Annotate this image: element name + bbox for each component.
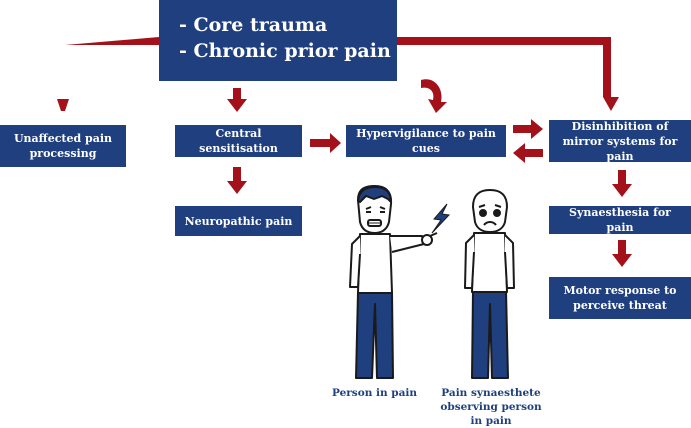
person-in-pain-icon [349, 185, 438, 379]
arrow-top-to-disinhibition [397, 37, 619, 111]
lightning-bolt-icon [431, 203, 451, 234]
arrow-central-to-hypervigilance [310, 133, 341, 153]
arrow-hypervigilance-to-disinhibition [513, 119, 543, 139]
unaffected-pain-processing-box: Unaffected pain processing [0, 125, 126, 167]
connector-arrows [57, 37, 632, 267]
core-trauma-line: - Core trauma [179, 14, 328, 36]
arrow-curved-to-hypervigilance [421, 79, 447, 113]
person-in-pain-caption: Person in pain [331, 387, 418, 399]
arrow-central-to-neuropathic [227, 167, 247, 194]
disinhibition-box: Disinhibition of mirror systems for pain [549, 120, 691, 163]
arrow-top-to-central [227, 88, 247, 112]
synaesthesia-box: Synaesthesia for pain [549, 206, 691, 234]
motor-response-box: Motor response to perceive threat [549, 277, 691, 319]
neuropathic-pain-box: Neuropathic pain [175, 206, 302, 236]
hypervigilance-box: Hypervigilance to pain cues [346, 125, 506, 157]
observer-caption: Pain synaesthete observing person in pai… [440, 387, 542, 427]
core-trauma-box: - Core trauma - Chronic prior pain [159, 0, 397, 81]
central-sensitisation-box: Central sensitisation [175, 125, 302, 157]
arrow-disinhibition-to-hypervigilance [513, 143, 543, 163]
arrow-disinhibition-to-synaesthesia [612, 170, 632, 197]
arrow-synaesthesia-to-motor [612, 240, 632, 267]
arrow-top-to-unaffected [57, 37, 159, 111]
worried-observer-icon [464, 189, 515, 379]
chronic-prior-pain-line: - Chronic prior pain [179, 40, 391, 62]
